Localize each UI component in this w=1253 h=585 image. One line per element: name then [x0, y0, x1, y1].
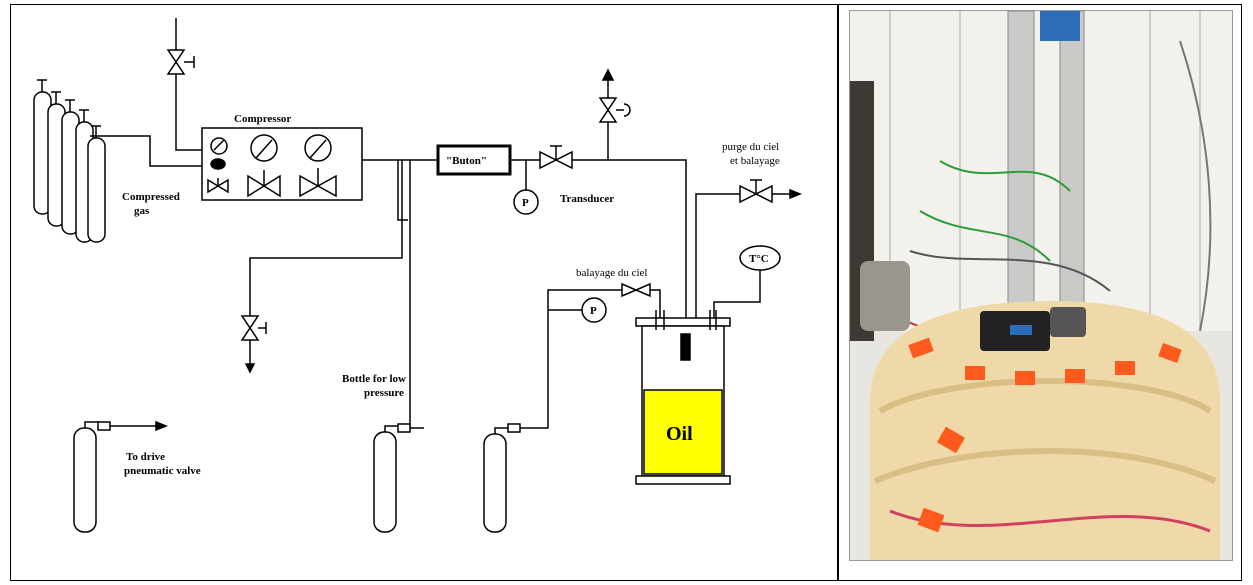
compressor-label: Compressor	[234, 113, 291, 125]
oil-label: Oil	[666, 423, 693, 445]
drive-label-2: pneumatic valve	[124, 465, 201, 477]
pressure-gauge-label-1: P	[522, 197, 529, 209]
vessel-flange-bottom	[635, 475, 731, 485]
purge-valve	[739, 179, 773, 204]
vent-pipe	[175, 18, 202, 151]
transducer-valve	[539, 145, 573, 170]
panel-divider	[837, 4, 839, 581]
immersed-probe	[680, 333, 691, 361]
drain-pipe	[249, 160, 403, 320]
sweep-valve	[621, 282, 651, 298]
oil-fill	[643, 389, 723, 475]
pressure-gauge-2	[581, 297, 607, 323]
pressure-gauge-label-2: P	[590, 305, 597, 317]
low-pressure-pipe	[409, 160, 424, 429]
pressure-gauge-1	[513, 189, 539, 215]
temperature-sensor	[739, 245, 781, 271]
temperature-label: T°C	[749, 253, 769, 265]
process-diagram: Compressor Compressed gas "Buton" Transd…	[33, 18, 803, 533]
purge-label-1: purge du ciel	[722, 141, 779, 153]
drain-valve	[240, 315, 267, 341]
feed-pipe	[90, 135, 202, 167]
sweep-gas-bottle	[483, 423, 521, 533]
balayage-label: balayage du ciel	[576, 267, 647, 279]
figure-frame	[10, 4, 1242, 581]
bottle-low-label-2: pressure	[364, 387, 404, 399]
buton-label: "Buton"	[446, 155, 487, 167]
purge-label-2: et balayage	[730, 155, 780, 167]
transducer-label: Transducer	[560, 193, 614, 205]
compressed-gas-label-2: gas	[134, 205, 150, 217]
bottle-low-label-1: Bottle for low	[342, 373, 406, 385]
low-pressure-bottle	[373, 423, 411, 533]
drive-label-1: To drive	[126, 451, 165, 463]
sweep-pipe	[520, 289, 661, 429]
compressed-gas-label-1: Compressed	[122, 191, 180, 203]
vessel-photo	[849, 10, 1233, 561]
photo-illustration	[850, 11, 1232, 560]
drive-gas-cylinder	[73, 421, 158, 533]
upper-right-vent-valve	[598, 97, 631, 123]
gas-cylinder-bank	[33, 79, 106, 243]
top-vent-valve	[166, 49, 195, 75]
